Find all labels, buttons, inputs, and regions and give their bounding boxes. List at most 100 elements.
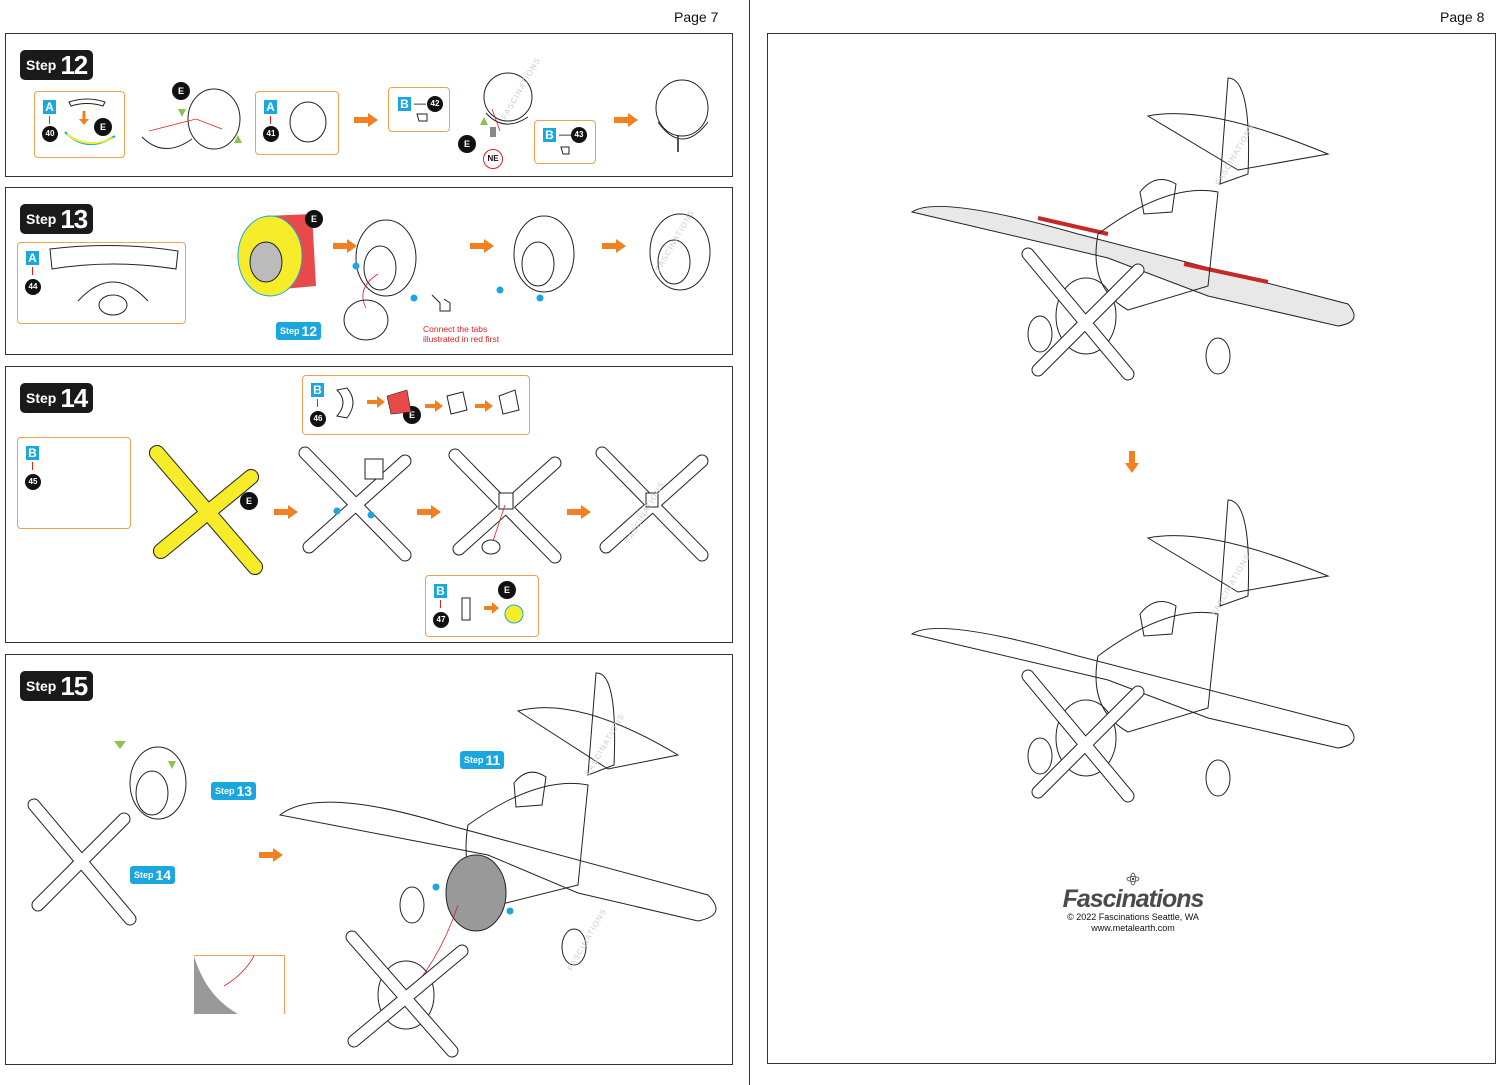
sheet-b-label: B xyxy=(543,128,556,142)
step-number: 14 xyxy=(60,382,88,413)
step-ref-word: Step xyxy=(134,870,154,880)
step-ref-number: 13 xyxy=(236,783,253,799)
arrow-right-icon xyxy=(470,239,494,253)
page-8-panel: Fascinations © 2022 Fascinations Seattle… xyxy=(767,33,1496,1064)
connect-tabs-note: Connect the tabs illustrated in red firs… xyxy=(423,324,499,344)
piece-47-number: 47 xyxy=(433,612,449,628)
step-15-panel: Step 15 Step 13 Step 14 xyxy=(5,654,733,1065)
brand-block: Fascinations © 2022 Fascinations Seattle… xyxy=(1048,872,1218,934)
piece-41-drawing xyxy=(289,101,327,143)
arrow-right-icon xyxy=(614,113,638,127)
step-15-badge: Step 15 xyxy=(20,670,94,701)
step-12-result-drawing xyxy=(655,79,709,152)
dash: — xyxy=(559,127,571,141)
tick xyxy=(440,600,441,608)
sheet-a-label: A xyxy=(264,100,277,114)
propeller-drawing xyxy=(27,798,137,926)
piece-44-drawing xyxy=(49,244,179,316)
arrow-right-icon xyxy=(333,239,357,253)
step-14-panel: Step 14 B 46 E B 45 E xyxy=(5,366,733,643)
step-12-badge: Step 12 xyxy=(20,49,94,80)
sheet-b-label: B xyxy=(26,446,39,460)
sheet-a-label: A xyxy=(43,100,56,114)
step-13-badge: Step 13 xyxy=(20,204,94,234)
piece-47-drawing xyxy=(461,597,524,624)
sheet-b-label: B xyxy=(311,383,324,397)
step-12-reference: Step 12 xyxy=(276,322,322,340)
piece-45-number: 45 xyxy=(25,474,41,490)
step-13-middle-drawing xyxy=(496,215,575,302)
tick xyxy=(270,116,271,124)
arrow-right-icon xyxy=(354,113,378,127)
e-tool-badge: E xyxy=(458,135,476,153)
page-divider xyxy=(749,0,750,1085)
tick xyxy=(32,267,33,275)
piece-44-number: 44 xyxy=(25,279,41,295)
step-ref-number: 12 xyxy=(301,323,318,339)
piece-42-drawing xyxy=(416,113,428,122)
aircraft-top-drawing xyxy=(910,77,1355,381)
detail-inset-drawing xyxy=(194,956,255,1014)
step-13-colored-assembly xyxy=(237,214,316,297)
e-tool-badge: E xyxy=(305,210,323,228)
aircraft-assembly-drawing xyxy=(278,672,717,1058)
sheet-a-label: A xyxy=(26,251,39,265)
step-11-reference: Step 11 xyxy=(460,751,505,769)
atom-logo-icon xyxy=(1126,872,1140,886)
step-14-badge: Step 14 xyxy=(20,382,94,413)
e-tool-badge: E xyxy=(94,118,112,136)
step-12-panel: Step 12 A 40 E E A 41 xyxy=(5,33,733,177)
piece-44-callout: A 44 xyxy=(17,242,186,324)
arrow-right-icon xyxy=(567,505,591,519)
piece-42-callout: B — 42 xyxy=(388,87,450,132)
step-13-panel: Step 13 A 44 E Step 12 Connect the tab xyxy=(5,187,733,355)
page-number-7: Page 7 xyxy=(674,9,719,25)
step-13-result-drawing xyxy=(649,213,711,291)
arrow-down-icon xyxy=(1125,451,1139,473)
piece-46-number: 46 xyxy=(310,411,326,427)
note-line-1: Connect the tabs xyxy=(423,324,488,334)
piece-45-drawing xyxy=(50,450,118,518)
e-tool-badge: E xyxy=(240,492,258,510)
tick xyxy=(49,116,50,124)
piece-41-number: 41 xyxy=(263,126,279,142)
tick xyxy=(317,399,318,407)
step-ref-number: 14 xyxy=(155,867,172,883)
arrow-right-icon xyxy=(602,239,626,253)
piece-47-callout: B 47 E xyxy=(425,575,539,637)
step-13-assembly-drawing xyxy=(343,219,418,341)
propeller-assembly-drawing xyxy=(298,446,412,562)
step-ref-number: 11 xyxy=(485,752,501,768)
dash: — xyxy=(414,96,426,110)
aircraft-final-drawing xyxy=(910,499,1355,803)
piece-45-callout: B 45 xyxy=(17,437,131,529)
e-tool-badge: E xyxy=(498,581,516,599)
step-12-assembly-drawing xyxy=(141,88,242,150)
sheet-b-label: B xyxy=(398,97,411,111)
step-word: Step xyxy=(26,390,57,406)
pointing-hand-icon xyxy=(431,294,451,312)
step-word: Step xyxy=(26,678,57,694)
propeller-colored-drawing xyxy=(149,445,263,575)
piece-46-callout: B 46 E xyxy=(302,375,530,435)
step-ref-word: Step xyxy=(215,786,235,796)
arrow-right-icon xyxy=(274,505,298,519)
copyright-text: © 2022 Fascinations Seattle, WA xyxy=(1067,912,1199,922)
piece-40-callout: A 40 E xyxy=(34,91,125,158)
piece-42-number: 42 xyxy=(427,96,443,112)
cowling-drawing xyxy=(114,741,187,820)
step-13-reference: Step 13 xyxy=(211,782,257,800)
note-line-2: illustrated in red first xyxy=(423,334,500,344)
sheet-b-label: B xyxy=(434,584,447,598)
page-number-8: Page 8 xyxy=(1440,9,1485,25)
arrow-right-icon xyxy=(259,848,283,862)
step-number: 15 xyxy=(60,670,88,701)
propeller-result-drawing xyxy=(595,446,709,562)
step-word: Step xyxy=(26,211,57,227)
step-number: 12 xyxy=(60,49,88,80)
website-link[interactable]: www.metalearth.com xyxy=(1091,923,1175,933)
step-ref-word: Step xyxy=(280,326,300,336)
step-word: Step xyxy=(26,57,57,73)
e-tool-badge: E xyxy=(172,82,190,100)
brand-logo: Fascinations xyxy=(1062,885,1205,913)
